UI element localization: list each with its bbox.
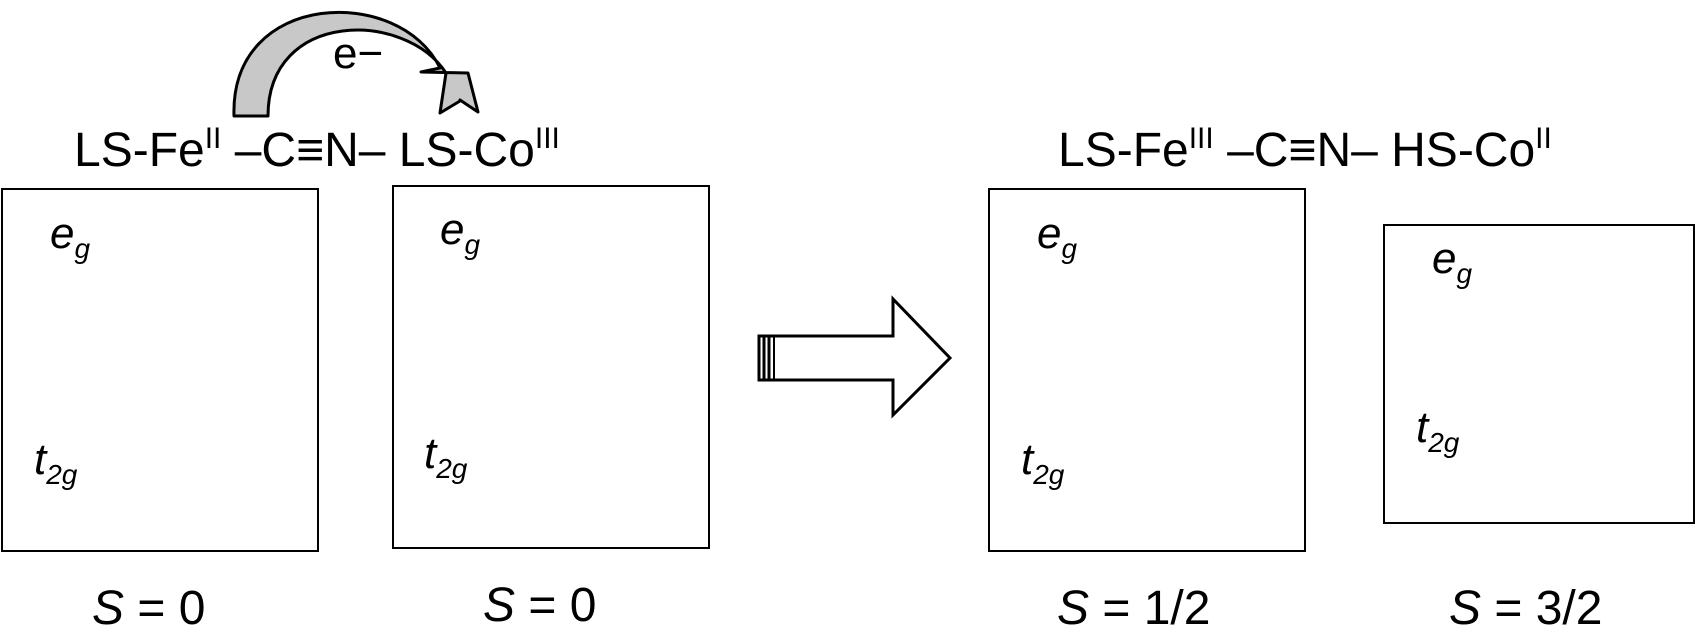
fe-oxidation-state: III xyxy=(1188,122,1214,155)
co-label: LS-Co xyxy=(398,124,535,177)
cyanide-bridge: –C≡N– xyxy=(1213,124,1392,177)
fe-label: LS-Fe xyxy=(74,124,205,177)
eg-label: eg xyxy=(1432,234,1473,289)
formula-before: LS-FeII –C≡N– LS-CoIII xyxy=(74,124,560,177)
co-after-orbital-box xyxy=(1383,224,1695,524)
spin-fe-before: S = 0 xyxy=(92,582,206,635)
t2g-label: t2g xyxy=(34,435,78,490)
co-label: HS-Co xyxy=(1391,124,1536,177)
eg-label: eg xyxy=(440,205,481,260)
t2g-label: t2g xyxy=(424,429,468,484)
co-before-orbital-box xyxy=(392,185,710,549)
fe-oxidation-state: II xyxy=(204,122,222,155)
fe-after-orbital-box xyxy=(988,188,1306,552)
electron-label: e− xyxy=(333,29,384,78)
spin-co-before: S = 0 xyxy=(483,579,597,632)
t2g-label: t2g xyxy=(1416,403,1460,458)
eg-label: eg xyxy=(50,209,91,264)
eg-label: eg xyxy=(1037,209,1078,264)
co-oxidation-state: III xyxy=(534,122,560,155)
co-oxidation-state: II xyxy=(1535,122,1552,155)
cyanide-bridge: –C≡N– xyxy=(221,124,399,177)
spin-co-after: S = 3/2 xyxy=(1449,582,1603,635)
fe-before-orbital-box xyxy=(1,188,319,552)
fe-label: LS-Fe xyxy=(1058,124,1189,177)
formula-after: LS-FeIII –C≡N– HS-CoII xyxy=(1058,124,1552,177)
electron-transfer-arrow xyxy=(232,10,480,118)
transition-block-arrow xyxy=(757,295,953,419)
t2g-label: t2g xyxy=(1021,435,1065,490)
spin-fe-after: S = 1/2 xyxy=(1057,582,1211,635)
